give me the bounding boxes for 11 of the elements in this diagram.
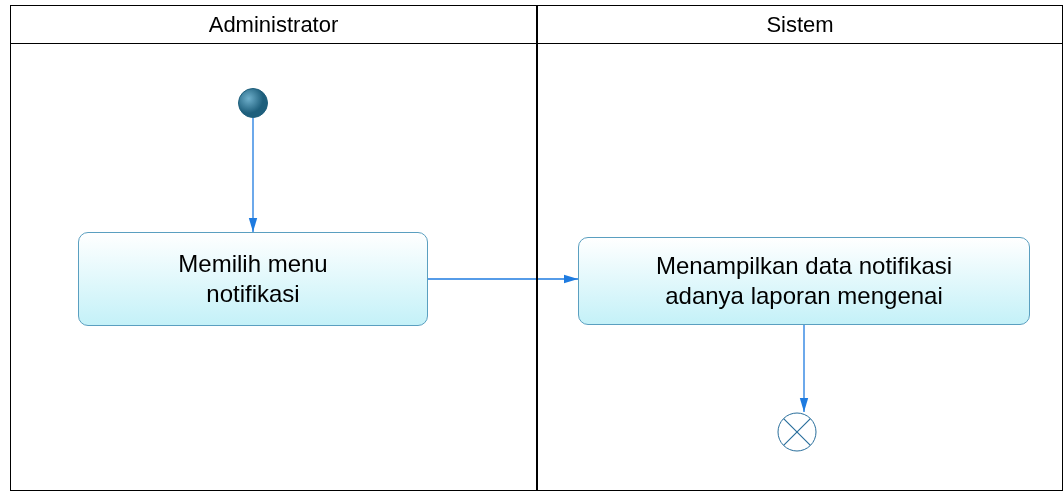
swimlane <box>537 5 1063 491</box>
lane-title: Sistem <box>766 11 834 38</box>
lane-title: Administrator <box>208 11 339 38</box>
action-label: Memilih menu notifikasi <box>177 249 329 309</box>
action-label: Menampilkan data notifikasi adanya laporan mengenai <box>654 251 954 311</box>
action-box <box>78 232 428 326</box>
swimlane <box>10 5 537 491</box>
arrow <box>248 117 258 233</box>
arrow <box>427 274 579 284</box>
arrow <box>799 324 809 413</box>
action-box <box>578 237 1030 325</box>
